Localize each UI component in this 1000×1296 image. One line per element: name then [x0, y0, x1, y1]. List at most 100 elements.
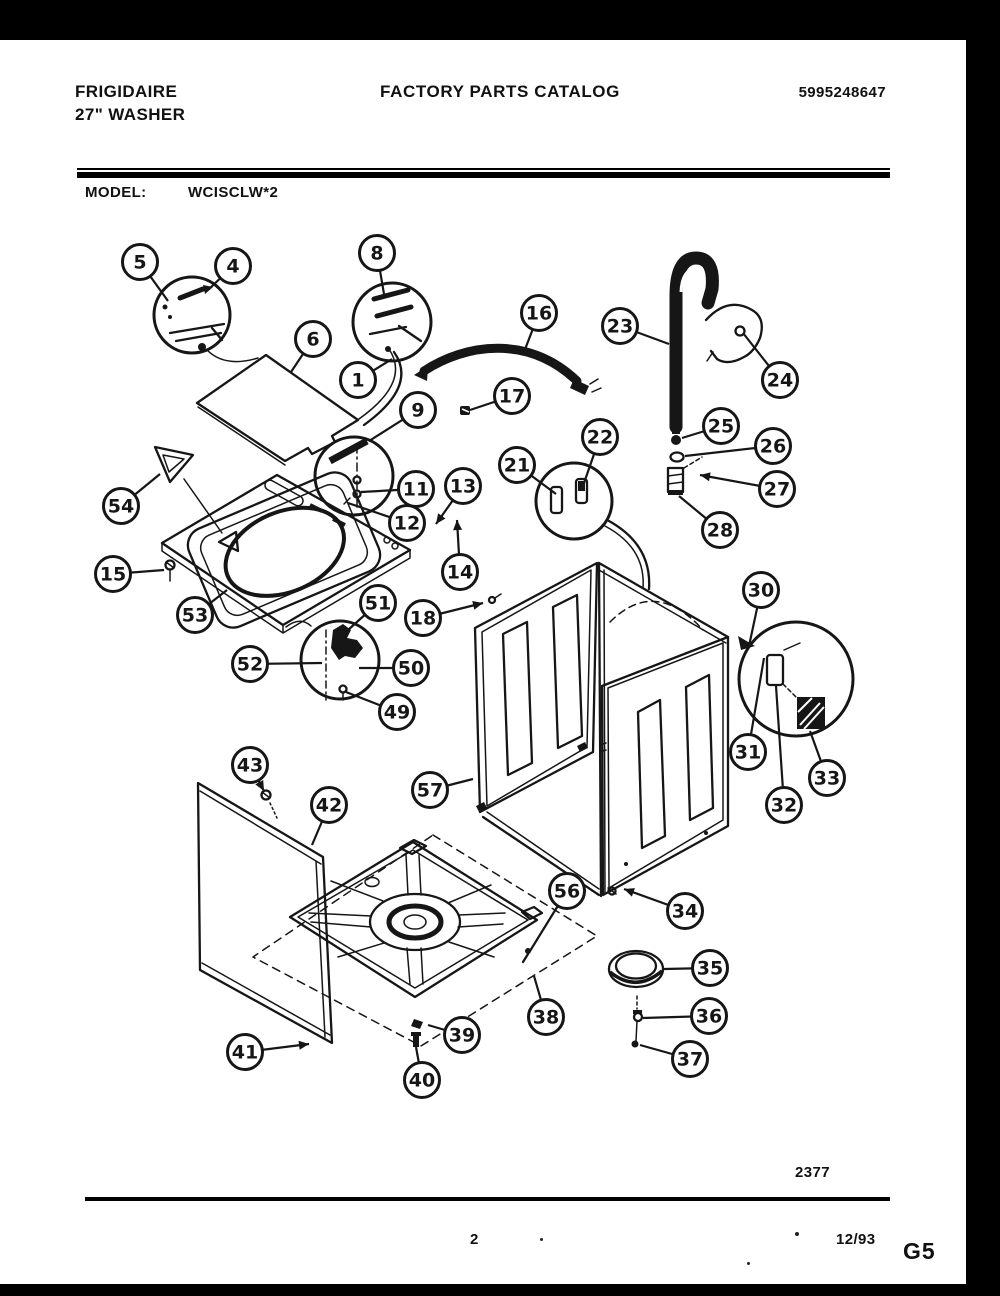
- handle-slot: [264, 479, 304, 507]
- callout-5: 5: [121, 243, 159, 281]
- svg-text:50: 50: [398, 658, 424, 680]
- scan-speck: [540, 1238, 543, 1241]
- callout-37: 37: [671, 1040, 709, 1078]
- scan-bar-bottom: [0, 1284, 1000, 1296]
- svg-text:35: 35: [697, 958, 723, 980]
- callouts-layer: 1456891112131415161718212223242526272830…: [94, 234, 846, 1099]
- page-number: 2: [470, 1231, 479, 1248]
- svg-text:33: 33: [814, 768, 840, 790]
- callout-40: 40: [403, 1061, 441, 1099]
- svg-text:5: 5: [133, 252, 146, 274]
- svg-text:23: 23: [607, 316, 633, 338]
- callout-6: 6: [294, 320, 332, 358]
- svg-text:16: 16: [526, 303, 552, 325]
- callout-31: 31: [729, 733, 767, 771]
- vent-slot: [636, 698, 667, 850]
- base-bolt-56: [521, 948, 531, 964]
- svg-text:12: 12: [394, 513, 420, 535]
- callout-1: 1: [339, 361, 377, 399]
- cabinet-side-panel-left: [473, 561, 599, 814]
- brand-product-line: 27" WASHER: [75, 105, 186, 124]
- svg-text:6: 6: [306, 329, 319, 351]
- svg-text:22: 22: [587, 427, 613, 449]
- drain-hose: [669, 251, 719, 434]
- svg-text:4: 4: [226, 256, 239, 278]
- switch-detail: [737, 620, 855, 738]
- svg-text:37: 37: [677, 1049, 703, 1071]
- callout-25: 25: [702, 407, 740, 445]
- trim-ring: [607, 949, 665, 989]
- lid-hinge-detail-left: [152, 275, 259, 363]
- vent-slot: [684, 673, 715, 822]
- siphon-bracket: [704, 303, 763, 364]
- hinge-detail: [313, 435, 395, 517]
- callout-42: 42: [310, 786, 348, 824]
- tub-outline-dashed: [609, 600, 704, 631]
- base-assembly: [252, 834, 598, 1047]
- svg-text:26: 26: [760, 436, 786, 458]
- scan-bar-right: [966, 0, 1000, 1296]
- svg-text:36: 36: [696, 1006, 722, 1028]
- callout-49: 49: [378, 693, 416, 731]
- svg-text:25: 25: [708, 416, 734, 438]
- panel-screw-18: [487, 593, 502, 605]
- base-bolt-39-40: [411, 1019, 423, 1047]
- date-code: 12/93: [836, 1231, 876, 1248]
- model-label: MODEL:: [85, 184, 147, 201]
- callout-33: 33: [808, 759, 846, 797]
- svg-text:54: 54: [108, 496, 134, 518]
- callout-16: 16: [520, 294, 558, 332]
- svg-text:11: 11: [403, 479, 429, 501]
- model-value: WCISCLW*2: [188, 184, 279, 201]
- callout-22: 22: [581, 418, 619, 456]
- svg-text:39: 39: [449, 1025, 475, 1047]
- corner-cap: [153, 445, 223, 534]
- svg-text:31: 31: [735, 742, 761, 764]
- svg-text:21: 21: [504, 455, 530, 477]
- callout-13: 13: [444, 467, 482, 505]
- callout-23: 23: [601, 307, 639, 345]
- header-rule-thick: [77, 172, 890, 178]
- callout-30: 30: [742, 571, 780, 609]
- panel-screw-15: [164, 559, 176, 582]
- fill-hose: [414, 343, 602, 415]
- brand-name: FRIGIDAIRE: [75, 82, 178, 101]
- callout-32: 32: [765, 786, 803, 824]
- callout-28: 28: [701, 511, 739, 549]
- washer-lid: [195, 353, 360, 466]
- callout-11: 11: [397, 470, 435, 508]
- top-panel: [160, 471, 412, 634]
- svg-text:40: 40: [409, 1070, 435, 1092]
- callout-36: 36: [690, 997, 728, 1035]
- callout-24: 24: [761, 361, 799, 399]
- callout-17: 17: [493, 377, 531, 415]
- svg-text:8: 8: [370, 243, 383, 265]
- lid-lock-detail: [285, 619, 381, 701]
- svg-text:38: 38: [533, 1007, 559, 1029]
- svg-text:41: 41: [232, 1042, 258, 1064]
- grid-reference: G5: [903, 1238, 936, 1264]
- callout-18: 18: [404, 599, 442, 637]
- callout-39: 39: [443, 1016, 481, 1054]
- svg-text:52: 52: [237, 654, 263, 676]
- svg-text:24: 24: [767, 370, 793, 392]
- svg-text:42: 42: [316, 795, 342, 817]
- svg-text:56: 56: [554, 881, 580, 903]
- vent-slot: [551, 593, 584, 750]
- svg-text:9: 9: [411, 400, 424, 422]
- svg-text:17: 17: [499, 386, 525, 408]
- base-screw-34: [607, 886, 617, 896]
- base-outline-dashed: [252, 834, 598, 1047]
- cabinet-wrapper: [473, 561, 755, 898]
- callout-56: 56: [548, 872, 586, 910]
- callout-57: 57: [411, 771, 449, 809]
- svg-text:51: 51: [365, 593, 391, 615]
- footer-rule: [85, 1197, 890, 1201]
- svg-text:32: 32: [771, 795, 797, 817]
- callout-51: 51: [359, 584, 397, 622]
- callout-4: 4: [214, 247, 252, 285]
- callout-54: 54: [102, 487, 140, 525]
- opening-corner-gusset: [217, 530, 240, 553]
